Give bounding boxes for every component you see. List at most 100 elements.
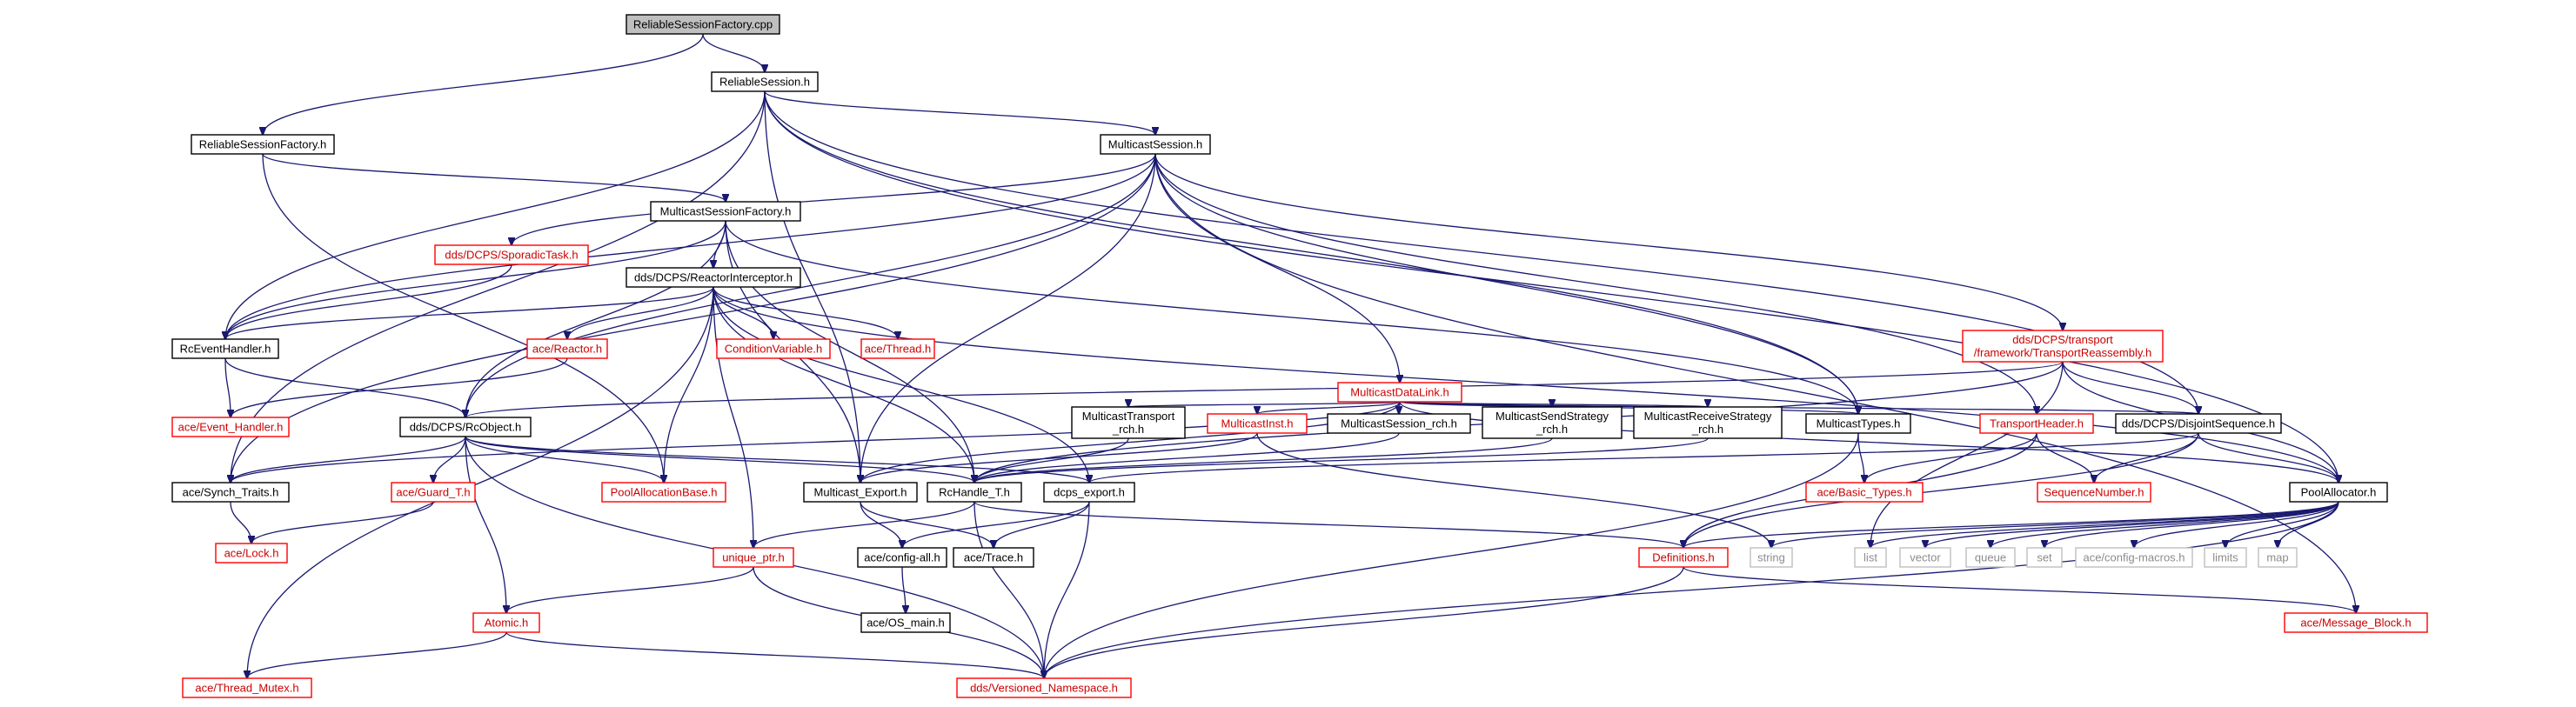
node-box xyxy=(1805,482,1924,503)
edge-dds_rc_object_h-to-ace_synch_traits_h xyxy=(231,436,466,483)
node-label: Definitions.h xyxy=(1652,551,1715,564)
node-label: unique_ptr.h xyxy=(722,551,785,564)
edge-reliable_session_h-to-pool_allocator_h xyxy=(764,90,2338,483)
node-label: _rch.h xyxy=(1112,423,1144,436)
node-pool-allocator-h[interactable]: PoolAllocator.h xyxy=(2289,482,2388,503)
node-dds-rc-object-h[interactable]: dds/DCPS/RcObject.h xyxy=(399,417,532,437)
node-ace-thread-h[interactable]: ace/Thread.h xyxy=(860,338,935,359)
node-condition-variable-h[interactable]: ConditionVariable.h xyxy=(716,338,831,359)
node-reliable-session-h[interactable]: ReliableSession.h xyxy=(711,71,819,92)
edge-dds_rc_object_h-to-rc_handle_t_h xyxy=(465,436,974,483)
edge-multicast_session_h-to-multicast_data_link_h xyxy=(1154,153,1400,383)
node-box xyxy=(2289,482,2388,503)
node-label: PoolAllocationBase.h xyxy=(611,486,718,499)
edge-multicast_data_link_h-to-multicast_types_h xyxy=(1399,401,1858,414)
node-ace-trace-h[interactable]: ace/Trace.h xyxy=(953,547,1034,568)
node-definitions-h[interactable]: Definitions.h xyxy=(1638,547,1729,568)
edge-dds_rc_object_h-to-ace_guard_t_h xyxy=(433,436,466,483)
edge-transport_reassembly_h-to-dds_disjoint_sequence_h xyxy=(2062,361,2198,414)
edge-dcps_export_h-to-dds_versioned_namespace_h xyxy=(1044,501,1090,678)
node-multicast-session-h[interactable]: MulticastSession.h xyxy=(1100,134,1211,155)
node-box xyxy=(713,547,794,568)
edge-multicast_types_h-to-ace_basic_types_h xyxy=(1857,432,1864,483)
node-set: set xyxy=(2026,547,2063,568)
node-ace-event-handler-h[interactable]: ace/Event_Handler.h xyxy=(171,417,290,437)
node-box xyxy=(956,677,1132,698)
node-rc-handle-t-h[interactable]: RcHandle_T.h xyxy=(927,482,1022,503)
node-label: MulticastSessionFactory.h xyxy=(660,205,792,218)
node-pool-allocation-base-h[interactable]: PoolAllocationBase.h xyxy=(601,482,726,503)
node-box xyxy=(626,14,780,35)
edge-multicast_data_link_h-to-multicast_receive_strategy_rch_h xyxy=(1399,402,1708,407)
node-ace-thread-mutex-h[interactable]: ace/Thread_Mutex.h xyxy=(182,677,312,698)
node-multicast-send-strategy-rch-h[interactable]: MulticastSendStrategy_rch.h xyxy=(1482,406,1623,439)
node-transport-header-h[interactable]: TransportHeader.h xyxy=(1979,413,2094,434)
node-label: limits xyxy=(2212,551,2238,564)
node-dds-reactor-interceptor-h[interactable]: dds/DCPS/ReactorInterceptor.h xyxy=(626,267,801,288)
edge-multicast_session_h-to-multicast_export_h xyxy=(860,153,1156,483)
edge-multicast_receive_strategy_rch_h-to-rc_handle_t_h xyxy=(974,437,1709,483)
node-label: PoolAllocator.h xyxy=(2301,486,2377,499)
edge-dcps_export_h-to-ace_config_all_h xyxy=(902,501,1090,548)
node-rc-event-handler-h[interactable]: RcEventHandler.h xyxy=(171,338,279,359)
node-multicast-receive-strategy-rch-h[interactable]: MulticastReceiveStrategy_rch.h xyxy=(1633,406,1783,439)
node-reliable-session-factory-h[interactable]: ReliableSessionFactory.h xyxy=(191,134,335,155)
node-box xyxy=(1899,547,1951,568)
node-string: string xyxy=(1750,547,1793,568)
node-box xyxy=(860,338,935,359)
node-label: ReliableSession.h xyxy=(719,76,810,89)
node-ace-guard-t-h[interactable]: ace/Guard_T.h xyxy=(391,482,476,503)
node-multicast-session-rch-h[interactable]: MulticastSession_rch.h xyxy=(1327,413,1471,434)
node-box xyxy=(1207,413,1308,434)
node-dds-versioned-namespace-h[interactable]: dds/Versioned_Namespace.h xyxy=(956,677,1132,698)
node-box xyxy=(1337,382,1462,403)
node-ace-config-all-h[interactable]: ace/config-all.h xyxy=(857,547,947,568)
edge-pool_allocator_h-to-vector xyxy=(1925,501,2339,548)
edge-pool_allocator_h-to-set xyxy=(2044,501,2339,548)
edge-unique_ptr_h-to-atomic_h xyxy=(506,566,754,613)
node-multicast-transport-rch-h[interactable]: MulticastTransport_rch.h xyxy=(1071,406,1186,439)
node-label: Atomic.h xyxy=(485,617,529,630)
node-atomic-h[interactable]: Atomic.h xyxy=(472,612,540,633)
edge-transport_reassembly_h-to-list xyxy=(1870,361,2064,548)
node-dcps-export-h[interactable]: dcps_export.h xyxy=(1043,482,1135,503)
node-multicast-session-factory-h[interactable]: MulticastSessionFactory.h xyxy=(650,201,801,222)
edge-dds_reactor_interceptor_h-to-pool_allocation_base_h xyxy=(664,286,714,483)
edge-multicast_inst_h-to-string xyxy=(1256,432,1771,548)
node-dds-sporadic-task-h[interactable]: dds/DCPS/SporadicTask.h xyxy=(434,244,589,265)
node-multicast-inst-h[interactable]: MulticastInst.h xyxy=(1207,413,1308,434)
node-dds-disjoint-sequence-h[interactable]: dds/DCPS/DisjointSequence.h xyxy=(2115,413,2282,434)
node-multicast-data-link-h[interactable]: MulticastDataLink.h xyxy=(1337,382,1462,403)
node-box xyxy=(472,612,540,633)
edge-multicast_session_h-to-transport_reassembly_h xyxy=(1154,153,2063,330)
node-sequence-number-h[interactable]: SequenceNumber.h xyxy=(2037,482,2151,503)
node-ace-message-block-h[interactable]: ace/Message_Block.h xyxy=(2284,612,2428,633)
edge-atomic_h-to-ace_thread_mutex_h xyxy=(247,631,507,678)
node-ace-synch-traits-h[interactable]: ace/Synch_Traits.h xyxy=(171,482,290,503)
node-box xyxy=(391,482,476,503)
edge-multicast_session_factory_h-to-multicast_types_h xyxy=(725,220,1858,414)
node-multicast-export-h[interactable]: Multicast_Export.h xyxy=(803,482,918,503)
node-multicast-types-h[interactable]: MulticastTypes.h xyxy=(1805,413,1911,434)
node-reliable-session-factory-cpp[interactable]: ReliableSessionFactory.cpp xyxy=(626,14,780,35)
node-label: dds/DCPS/RcObject.h xyxy=(410,421,522,434)
edge-definitions_h-to-dds_versioned_namespace_h xyxy=(1044,566,1684,678)
edge-dds_rc_object_h-to-atomic_h xyxy=(465,436,506,613)
node-unique-ptr-h[interactable]: unique_ptr.h xyxy=(713,547,794,568)
node-box xyxy=(601,482,726,503)
node-transport-reassembly-h[interactable]: dds/DCPS/transport/framework/TransportRe… xyxy=(1962,330,2164,363)
edge-rc_event_handler_h-to-ace_event_handler_h xyxy=(224,357,231,417)
node-ace-lock-h[interactable]: ace/Lock.h xyxy=(215,543,288,564)
node-list: list xyxy=(1854,547,1887,568)
node-label: Multicast_Export.h xyxy=(814,486,907,499)
node-label: ace/Basic_Types.h xyxy=(1817,486,1911,499)
node-box xyxy=(1965,547,2016,568)
node-ace-os-main-h[interactable]: ace/OS_main.h xyxy=(860,612,951,633)
node-ace-reactor-h[interactable]: ace/Reactor.h xyxy=(526,338,608,359)
node-box xyxy=(716,338,831,359)
node-box xyxy=(953,547,1034,568)
edge-rc_event_handler_h-to-dds_rc_object_h xyxy=(224,357,465,417)
node-ace-basic-types-h[interactable]: ace/Basic_Types.h xyxy=(1805,482,1924,503)
edge-dds_reactor_interceptor_h-to-ace_reactor_h xyxy=(567,286,714,339)
edge-multicast_export_h-to-ace_trace_h xyxy=(860,501,994,548)
